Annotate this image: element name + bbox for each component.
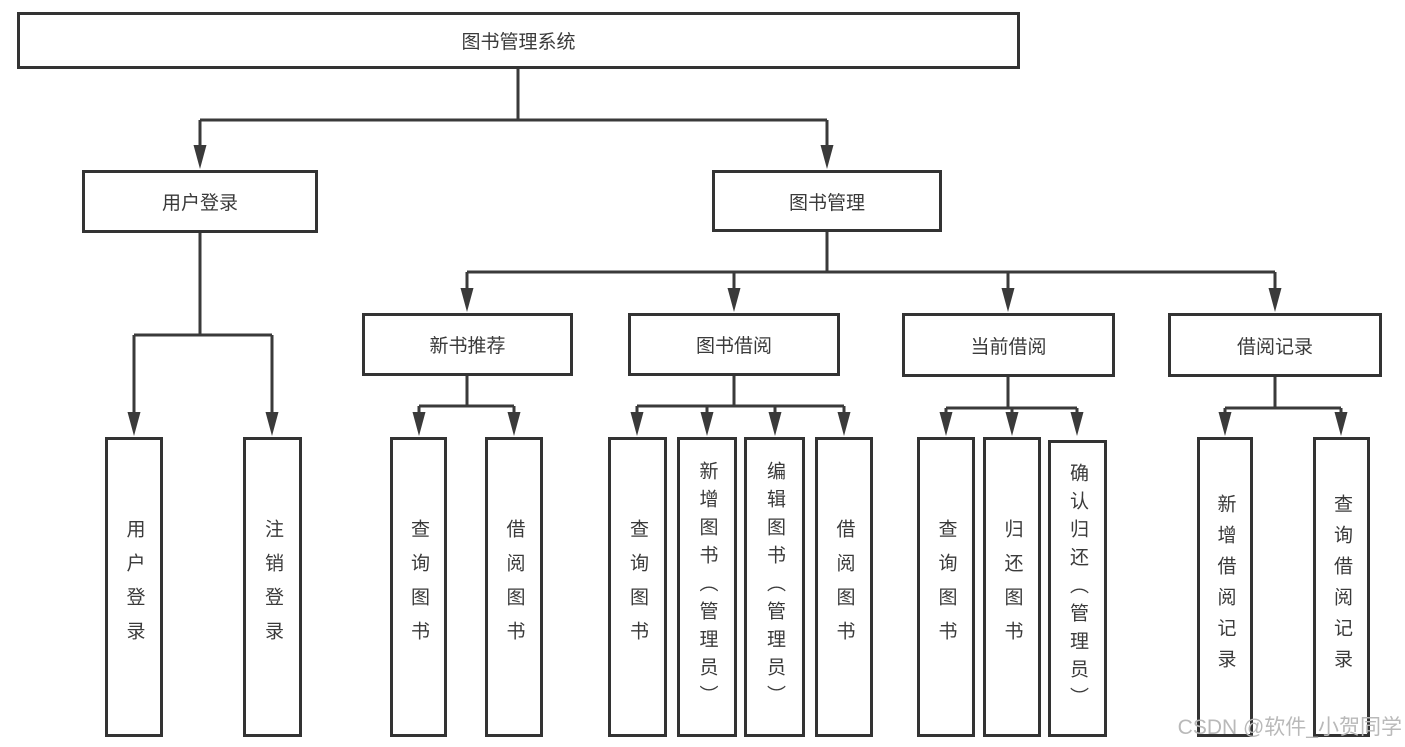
leaf-bb-edit-books-admin: 编辑图书（管理员） <box>744 437 805 737</box>
leaf-nbr-query-books-label: 查询图书 <box>408 519 429 655</box>
leaf-br-add-record: 新增借阅记录 <box>1197 437 1253 737</box>
leaf-bb-borrow-books: 借阅图书 <box>815 437 873 737</box>
leaf-user-login: 用户登录 <box>105 437 163 737</box>
leaf-cb-confirm-return-admin-label: 确认归还（管理员） <box>1067 462 1088 715</box>
node-book-mgmt: 图书管理 <box>712 170 942 232</box>
node-book-borrow: 图书借阅 <box>628 313 840 376</box>
leaf-logout: 注销登录 <box>243 437 302 737</box>
leaf-cb-confirm-return-admin: 确认归还（管理员） <box>1048 440 1107 737</box>
leaf-br-query-record: 查询借阅记录 <box>1313 437 1370 737</box>
leaf-bb-query-books: 查询图书 <box>608 437 667 737</box>
node-root-label: 图书管理系统 <box>461 32 576 53</box>
node-user-login-label: 用户登录 <box>161 193 238 214</box>
node-current-borrow: 当前借阅 <box>902 313 1115 377</box>
leaf-bb-edit-books-admin-label: 编辑图书（管理员） <box>764 461 785 713</box>
leaf-nbr-borrow-books-label: 借阅图书 <box>503 519 525 655</box>
leaf-bb-add-books-admin: 新增图书（管理员） <box>677 437 737 737</box>
node-book-mgmt-label: 图书管理 <box>788 192 865 214</box>
node-book-borrow-label: 图书借阅 <box>695 336 772 357</box>
node-root: 图书管理系统 <box>17 12 1020 69</box>
leaf-br-add-record-label: 新增借阅记录 <box>1214 494 1236 680</box>
leaf-cb-query-books-label: 查询图书 <box>935 519 957 655</box>
watermark: CSDN @软件_小贺同学 <box>1177 716 1402 739</box>
node-current-borrow-label: 当前借阅 <box>970 336 1047 358</box>
leaf-logout-label: 注销登录 <box>262 519 283 655</box>
node-user-login: 用户登录 <box>82 170 318 233</box>
leaf-cb-query-books: 查询图书 <box>917 437 975 737</box>
leaf-cb-return-books-label: 归还图书 <box>1001 519 1023 655</box>
leaf-br-query-record-label: 查询借阅记录 <box>1331 494 1352 680</box>
node-borrow-records-label: 借阅记录 <box>1236 336 1313 358</box>
node-new-book-rec-label: 新书推荐 <box>429 336 506 357</box>
leaf-bb-query-books-label: 查询图书 <box>627 519 648 655</box>
leaf-bb-borrow-books-label: 借阅图书 <box>833 519 855 655</box>
leaf-cb-return-books: 归还图书 <box>983 437 1041 737</box>
node-new-book-rec: 新书推荐 <box>362 313 573 376</box>
leaf-bb-add-books-admin-label: 新增图书（管理员） <box>696 461 718 713</box>
leaf-nbr-query-books: 查询图书 <box>390 437 447 737</box>
node-borrow-records: 借阅记录 <box>1168 313 1382 377</box>
leaf-nbr-borrow-books: 借阅图书 <box>485 437 543 737</box>
leaf-user-login-label: 用户登录 <box>123 519 145 655</box>
